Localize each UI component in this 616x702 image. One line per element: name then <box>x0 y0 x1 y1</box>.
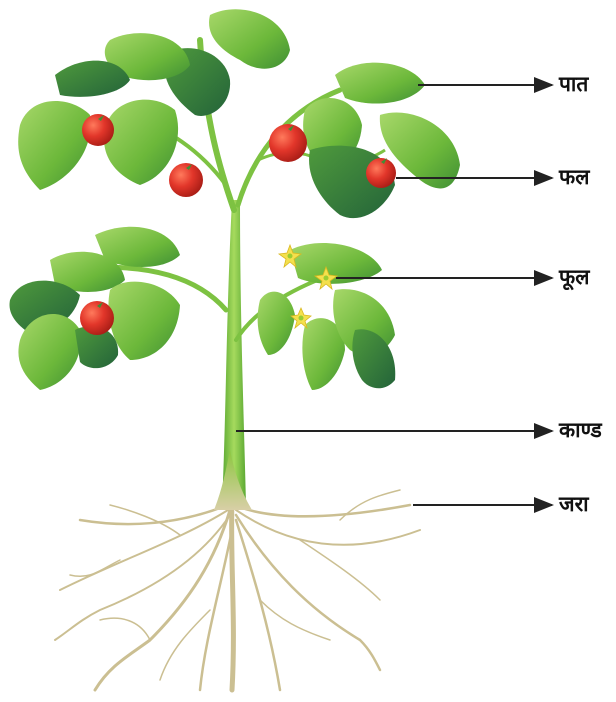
fruit-2 <box>169 163 203 197</box>
fruit-4 <box>366 158 396 188</box>
label-flower: फूल <box>559 267 589 288</box>
label-leaf: पात <box>559 74 588 95</box>
label-fruit: फल <box>559 167 589 188</box>
fruit-1 <box>82 114 114 146</box>
fruit-5 <box>80 301 114 335</box>
label-stem: काण्ड <box>559 420 602 441</box>
roots <box>55 490 420 690</box>
label-root: जरा <box>559 494 589 515</box>
fruit-3 <box>269 124 307 162</box>
